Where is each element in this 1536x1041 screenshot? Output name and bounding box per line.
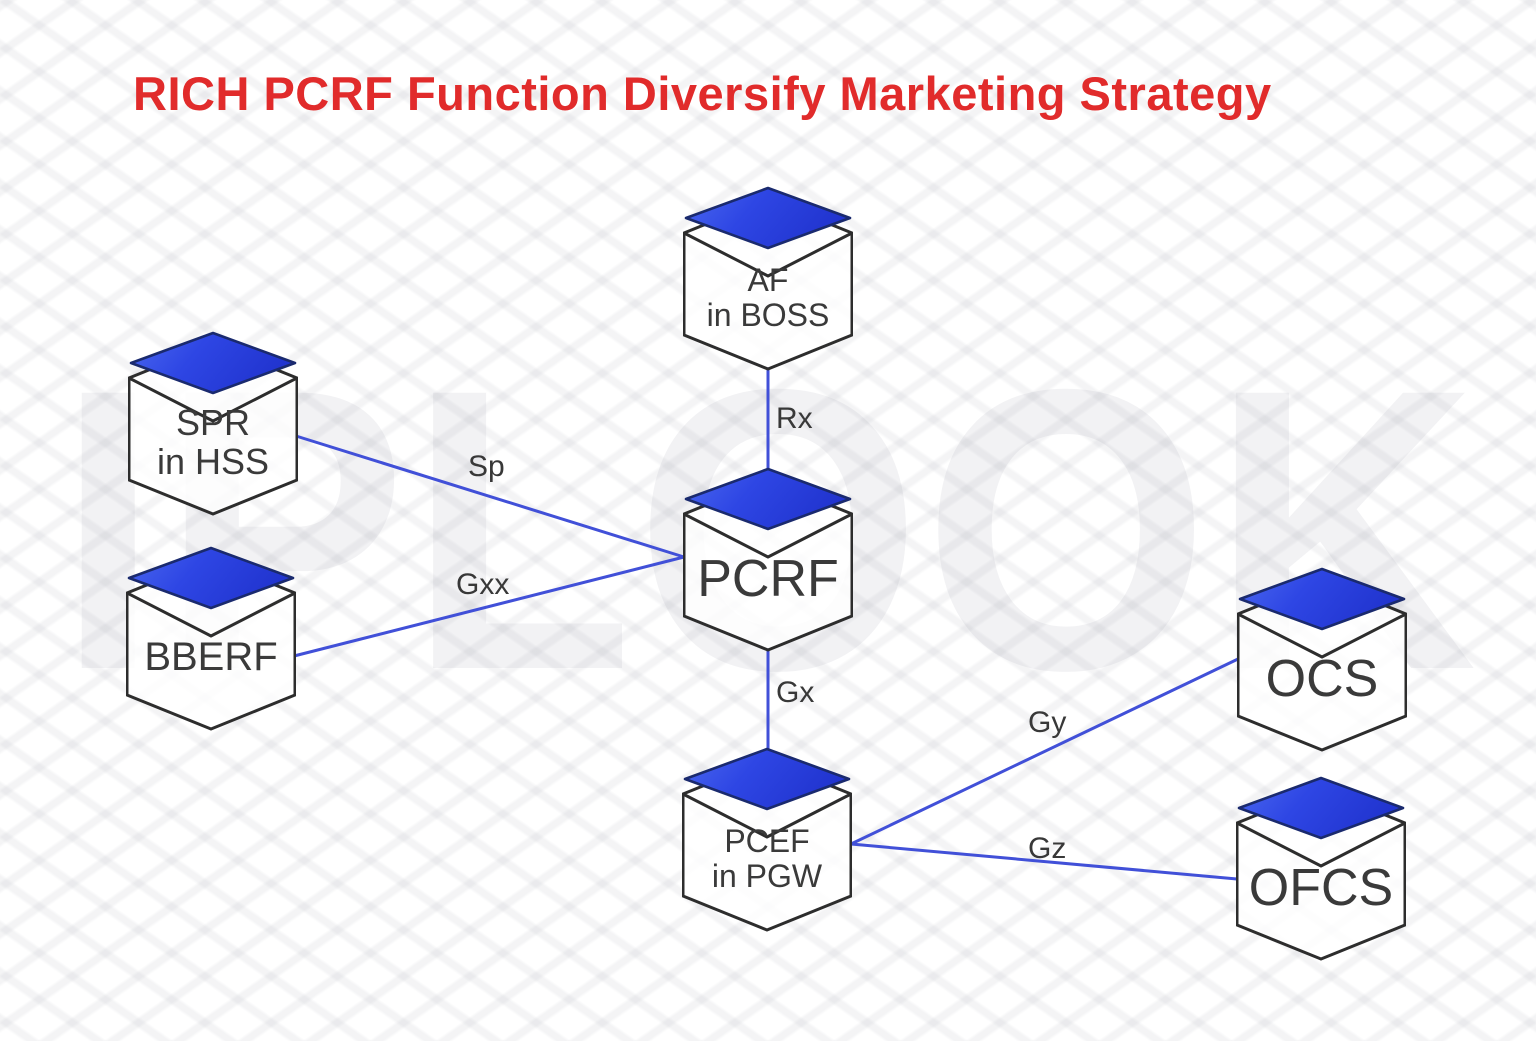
node-bberf: BBERF [126, 545, 296, 731]
edge-sp-line [295, 434, 685, 559]
edge-label-gx: Gx [776, 676, 815, 709]
box-lid [1237, 776, 1405, 840]
box-rim [683, 231, 853, 278]
node-pcef-label-line2: in PGW [711, 858, 823, 894]
node-spr-label-line2: in HSS [156, 441, 270, 482]
cube-icon [1236, 776, 1406, 961]
box-rim [126, 591, 296, 638]
cube-icon [1237, 567, 1407, 752]
box-lid [684, 467, 852, 531]
box-rim [683, 512, 853, 559]
node-pcrf: PCRF [683, 466, 853, 652]
edge-gy-line [850, 657, 1239, 846]
node-spr-label-line1: SPR [175, 402, 251, 444]
node-ofcs: OFCS [1236, 775, 1406, 961]
edge-label-sp: Sp [468, 450, 505, 483]
node-pcef-label-line1: PCEF [724, 823, 810, 860]
node-ofcs-label: OFCS [1248, 858, 1394, 917]
box-lid [684, 186, 852, 250]
node-af-label-line2: in BOSS [706, 297, 830, 333]
edge-label-gy: Gy [1028, 706, 1067, 739]
node-pcrf-label: PCRF [697, 549, 839, 608]
edge-gz-line [850, 842, 1238, 881]
edge-label-rx: Rx [776, 402, 813, 435]
box-rim [128, 376, 298, 423]
box-rim [682, 792, 852, 839]
node-af-in-boss: AF in BOSS [683, 185, 853, 371]
box-lid [129, 331, 297, 395]
cube-icon [128, 331, 298, 516]
cube-icon [682, 747, 852, 932]
box-rim [1236, 821, 1406, 868]
cube-icon [683, 467, 853, 652]
node-pcef-in-pgw: PCEF in PGW [682, 746, 852, 932]
node-af-label-line1: AF [747, 262, 789, 299]
edge-label-gxx: Gxx [456, 568, 510, 601]
box-rim [1237, 612, 1407, 659]
node-ocs-label: OCS [1265, 649, 1379, 708]
box-lid [683, 747, 851, 811]
node-spr-in-hss: SPR in HSS [128, 330, 298, 516]
diagram-title: RICH PCRF Function Diversify Marketing S… [133, 67, 1272, 120]
node-bberf-label: BBERF [144, 635, 278, 680]
node-ocs: OCS [1237, 566, 1407, 752]
box-lid [127, 546, 295, 610]
edge-label-gz: Gz [1028, 832, 1067, 865]
cube-icon [683, 186, 853, 371]
box-lid [1238, 567, 1406, 631]
edge-gxx-line [293, 555, 685, 658]
cube-icon [126, 546, 296, 731]
